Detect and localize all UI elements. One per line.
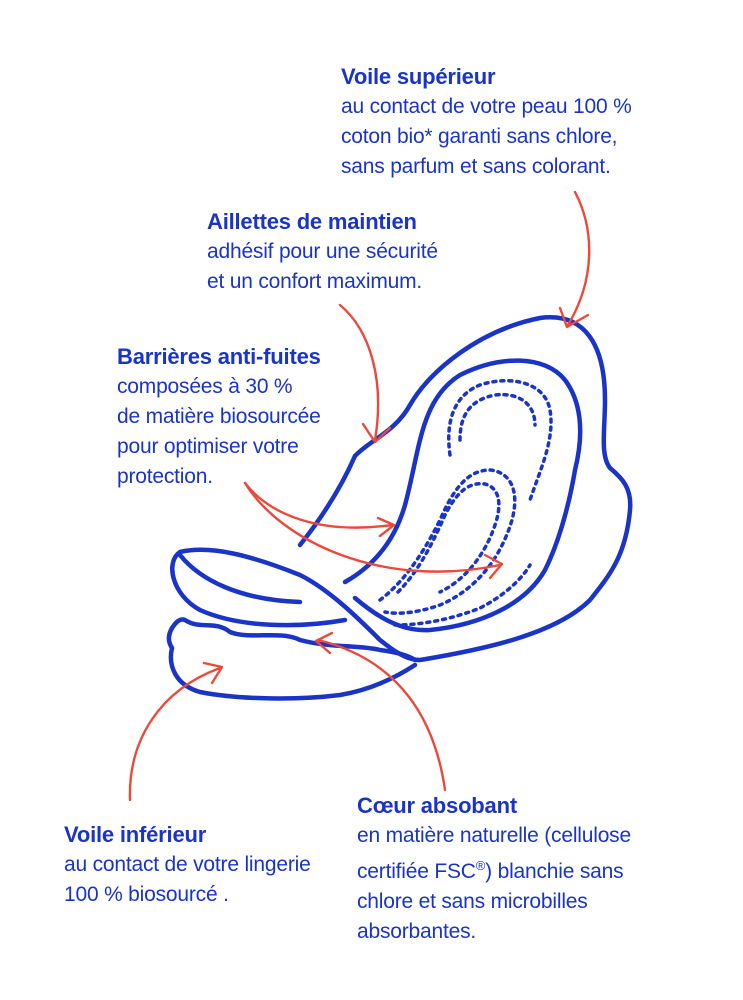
coeur-line: chlore et sans microbilles (357, 890, 588, 913)
coeur-line: certifiée FSC®) blanchie sans (357, 851, 631, 887)
arrow-coeur (316, 638, 447, 792)
arrow-voile-superieur-head (558, 306, 590, 329)
coeur-line: en matière naturelle (cellulose (357, 824, 631, 847)
arrow-voile-superieur (566, 190, 591, 327)
barrieres-line: composées à 30 % (117, 375, 293, 398)
barrieres-line: protection. (117, 465, 213, 488)
arrow-barrieres-2-head (483, 553, 504, 580)
arrow-ailettes-head (361, 422, 392, 444)
barrieres-line: de matière biosourcée (117, 405, 321, 428)
arrow-barrieres-1 (243, 481, 394, 529)
coeur-line: absorbantes. (357, 920, 477, 943)
arrow-barrieres-1-head (376, 516, 396, 538)
label-barrieres: Barrières anti-fuites composées à 30 % d… (117, 342, 321, 492)
registered-mark: ® (475, 858, 486, 873)
arrow-coeur-head (314, 631, 334, 655)
voile-superieur-line: coton bio* garanti sans chlore, (341, 125, 618, 148)
arrow-voile-inferieur (128, 666, 222, 802)
coeur-line-fsc: certifiée FSC (357, 860, 476, 883)
arrow-barrieres-2 (243, 481, 502, 573)
lower-wing (177, 552, 303, 605)
pad-inner-outline (342, 358, 583, 633)
label-coeur: Cœur absobant en matière naturelle (cell… (357, 791, 631, 947)
voile-superieur-line: au contact de votre peau 100 % (341, 95, 632, 118)
label-voile-superieur: Voile supérieur au contact de votre peau… (341, 62, 632, 182)
dotted-core-inner (396, 481, 501, 594)
ailettes-line: adhésif pour une sécurité (207, 240, 438, 263)
back-layer-upper (169, 617, 418, 663)
ailettes-line: et un confort maximum. (207, 270, 423, 293)
dotted-channel-mid (458, 392, 537, 442)
coeur-title: Cœur absobant (357, 793, 517, 818)
back-layer-lower (168, 645, 418, 701)
label-ailettes: Aillettes de maintien adhésif pour une s… (207, 207, 438, 297)
voile-inferieur-line: au contact de votre lingerie (64, 853, 311, 876)
dotted-core-outer (378, 468, 517, 615)
barrieres-line: pour optimiser votre (117, 435, 299, 458)
label-voile-inferieur: Voile inférieur au contact de votre ling… (64, 820, 311, 910)
coeur-line-fsc-rest: ) blanchie sans (485, 860, 624, 883)
voile-superieur-line: sans parfum et sans colorant. (341, 155, 611, 178)
voile-inferieur-line: 100 % biosourcé . (64, 883, 229, 906)
voile-superieur-title: Voile supérieur (341, 64, 496, 89)
dotted-channel-outer (447, 378, 553, 502)
voile-inferieur-title: Voile inférieur (64, 822, 207, 847)
barrieres-title: Barrières anti-fuites (117, 344, 321, 369)
arrow-voile-inferieur-head (202, 661, 224, 685)
back-layer-edge (166, 625, 175, 651)
ailettes-title: Aillettes de maintien (207, 209, 417, 234)
arrow-ailettes (338, 303, 380, 442)
flap-top-line (297, 453, 358, 548)
dotted-core-bottom (393, 563, 532, 627)
